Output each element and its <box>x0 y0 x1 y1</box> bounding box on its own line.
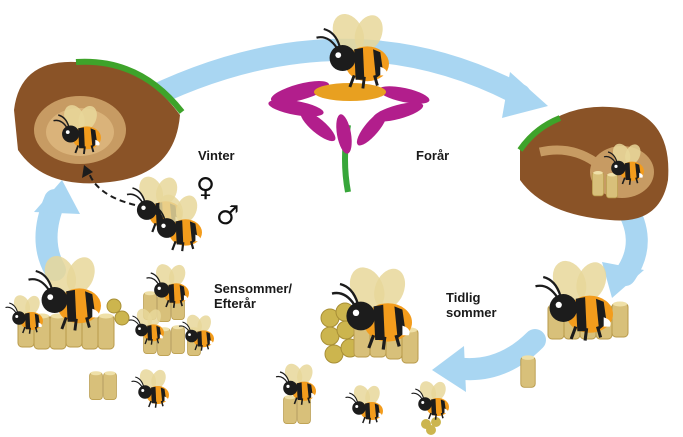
worker-bee-icon <box>412 379 450 420</box>
worker-bee-icon <box>346 383 384 424</box>
stage-label-early-summer-line2: sommer <box>446 305 497 320</box>
worker-bee-icon <box>132 367 170 408</box>
spring-nest <box>520 107 668 221</box>
male-symbol-icon: ♂ <box>216 203 239 229</box>
stage-label-spring: Forår <box>416 148 449 163</box>
early-summer-queen-icon <box>536 255 614 340</box>
stage-label-early-summer-line1: Tidlig <box>446 290 497 305</box>
winter-burrow <box>14 62 182 184</box>
female-symbol-icon: ♀ <box>196 175 215 201</box>
late-summer-colony <box>276 262 449 435</box>
worker-bee-icon <box>276 361 316 405</box>
arrow-head-spring <box>502 72 548 118</box>
worker-bee-icon <box>6 293 44 334</box>
worker-bee-icon <box>129 306 164 344</box>
arrow-head-winter <box>34 180 80 214</box>
stage-label-late-summer-line2: Efterår <box>214 296 292 311</box>
stage-label-winter: Vinter <box>198 148 235 163</box>
stage-label-late-summer-line1: Sensommer/ <box>214 281 292 296</box>
stage-label-early-summer: Tidlig sommer <box>446 290 497 320</box>
autumn-colony <box>6 251 215 408</box>
stage-label-late-summer: Sensommer/ Efterår <box>214 281 292 311</box>
spring-flower <box>267 9 431 192</box>
